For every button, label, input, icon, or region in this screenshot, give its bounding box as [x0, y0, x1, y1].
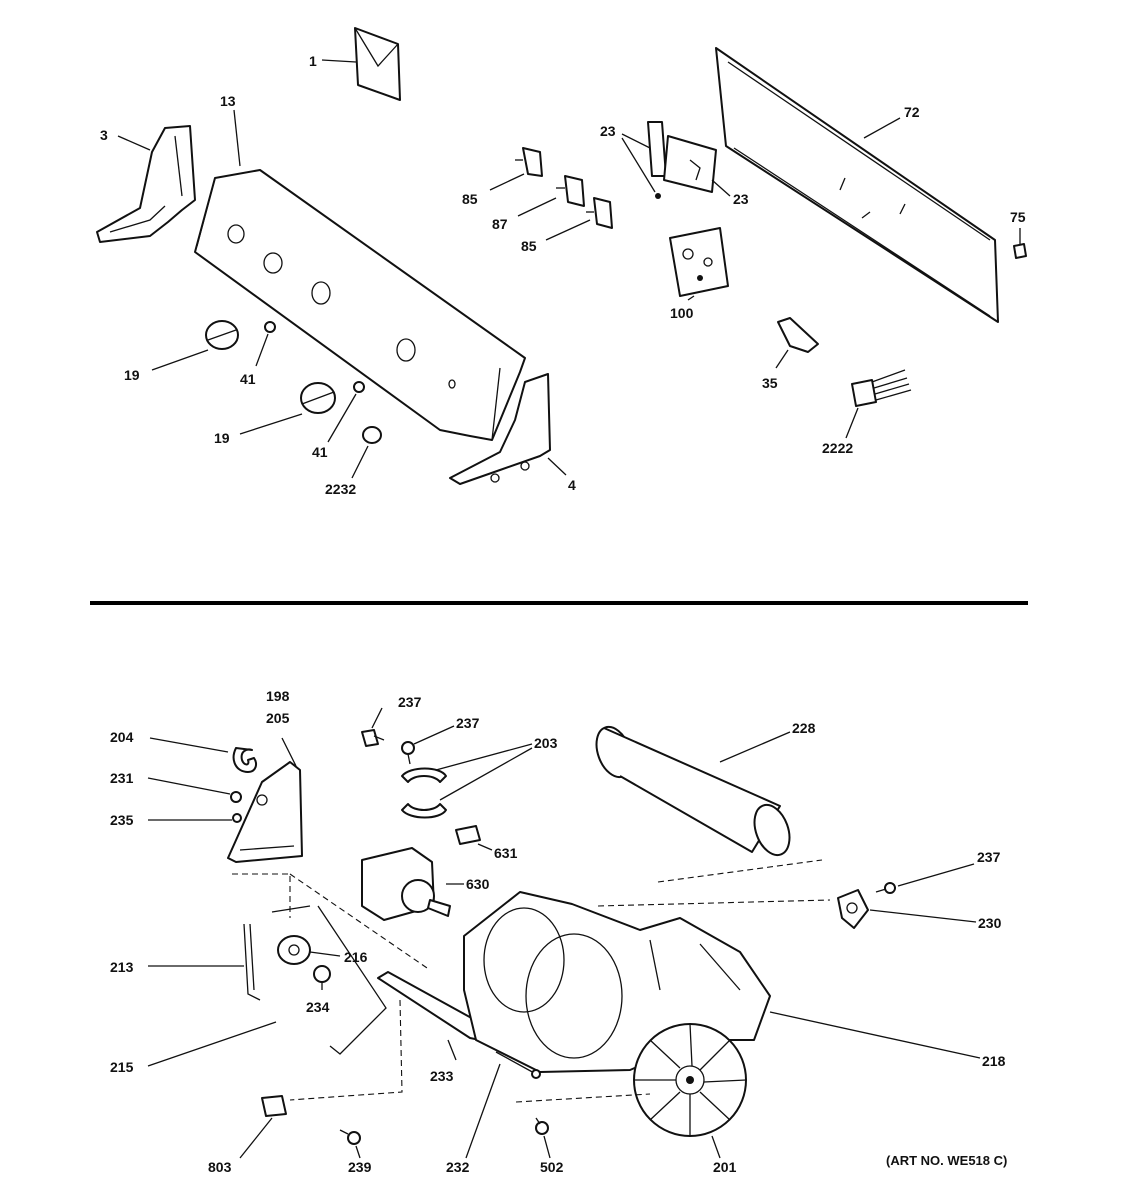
part-85b-switch	[586, 197, 613, 229]
part-213-idler-arm	[243, 923, 261, 1001]
part-41b	[353, 381, 365, 393]
label-630: 630	[466, 876, 490, 892]
label-23b: 23	[733, 191, 749, 207]
part-2222-connector	[851, 369, 912, 407]
part-630-motor	[361, 847, 451, 921]
label-213: 213	[110, 959, 134, 975]
part-216-pulley	[277, 935, 311, 965]
label-235: 235	[110, 812, 134, 828]
assembly-dashed-lines	[232, 859, 831, 1103]
label-41a: 41	[240, 371, 256, 387]
part-231-screw	[230, 791, 242, 803]
label-231: 231	[110, 770, 134, 786]
part-100-timer	[669, 227, 729, 297]
part-1-envelope	[354, 27, 401, 101]
label-2232: 2232	[325, 481, 356, 497]
part-631	[455, 825, 481, 845]
part-234-washer	[313, 965, 331, 983]
label-87: 87	[492, 216, 508, 232]
part-205-bracket	[227, 761, 303, 863]
part-502-screw	[535, 1117, 549, 1135]
label-228: 228	[792, 720, 816, 736]
part-87-switch	[556, 175, 585, 207]
part-85a-switch	[515, 147, 543, 177]
label-2222: 2222	[822, 440, 853, 456]
label-218: 218	[982, 1053, 1006, 1069]
label-41b: 41	[312, 444, 328, 460]
label-85b: 85	[521, 238, 537, 254]
label-72: 72	[904, 104, 920, 120]
part-4-right-endcap	[449, 373, 551, 485]
part-239-screw	[339, 1129, 361, 1145]
part-204-clip	[232, 747, 257, 773]
label-201: 201	[713, 1159, 737, 1175]
part-230-thermostat	[837, 889, 869, 929]
label-3: 3	[100, 127, 108, 143]
label-631: 631	[494, 845, 518, 861]
label-204: 204	[110, 729, 134, 745]
label-100: 100	[670, 305, 694, 321]
label-215: 215	[110, 1059, 134, 1075]
label-230: 230	[978, 915, 1002, 931]
part-228-duct	[595, 725, 791, 857]
label-502: 502	[540, 1159, 564, 1175]
part-2232-cap	[362, 426, 382, 444]
label-4: 4	[568, 477, 576, 493]
label-237b: 237	[456, 715, 480, 731]
label-35: 35	[762, 375, 778, 391]
label-237a: 237	[398, 694, 422, 710]
part-23-board	[647, 121, 717, 199]
label-239: 239	[348, 1159, 372, 1175]
label-19a: 19	[124, 367, 140, 383]
label-13: 13	[220, 93, 236, 109]
label-19b: 19	[214, 430, 230, 446]
part-201-blower-wheel	[633, 1023, 747, 1137]
label-233: 233	[430, 1068, 454, 1084]
part-75-screw	[1013, 243, 1027, 259]
part-13-console	[194, 169, 526, 441]
part-19-knob-a	[205, 320, 239, 350]
label-1: 1	[309, 53, 317, 69]
label-803: 803	[208, 1159, 232, 1175]
label-203: 203	[534, 735, 558, 751]
label-232: 232	[446, 1159, 470, 1175]
part-19-knob-b	[300, 382, 336, 414]
label-23a: 23	[600, 123, 616, 139]
part-72-backsplash	[715, 47, 999, 323]
part-235-screw	[232, 813, 242, 823]
part-203-clamps	[401, 767, 447, 819]
part-237a-screw	[361, 729, 385, 747]
label-198: 198	[266, 688, 290, 704]
part-232-shaft	[495, 1051, 541, 1079]
part-215-belt-spring	[271, 905, 387, 1055]
label-237c: 237	[977, 849, 1001, 865]
part-41a	[264, 321, 276, 333]
art-number: (ART NO. WE518 C)	[886, 1153, 1007, 1168]
label-85a: 85	[462, 191, 478, 207]
part-35-bracket	[777, 317, 819, 353]
label-234: 234	[306, 999, 330, 1015]
label-75: 75	[1010, 209, 1026, 225]
part-803-switch	[261, 1095, 287, 1117]
label-205: 205	[266, 710, 290, 726]
part-237b-screw	[401, 741, 415, 765]
part-237c-screw	[875, 882, 896, 894]
part-3-left-endcap	[96, 125, 196, 243]
